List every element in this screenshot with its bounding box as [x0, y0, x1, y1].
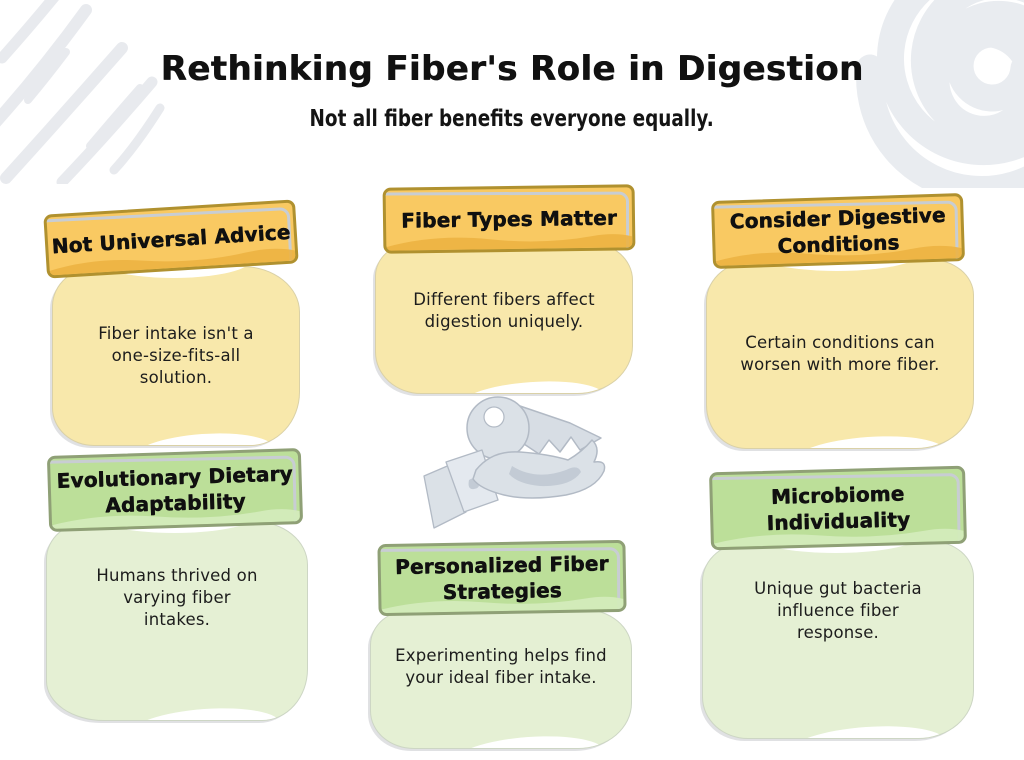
header-wave [715, 245, 962, 266]
card-header-text: Consider Digestive Conditions [729, 202, 946, 258]
blob-bottom-notch [790, 431, 948, 448]
card-header: Personalized Fiber Strategies [377, 539, 627, 617]
card-body-shape: Fiber intake isn't a one-size-fits-all s… [52, 266, 300, 446]
card-body-text: Certain conditions can worsen with more … [740, 333, 940, 374]
card-body-shape: Different fibers affect digestion unique… [375, 242, 633, 394]
card-body-shape: Certain conditions can worsen with more … [706, 259, 974, 449]
card-body-text: Experimenting helps find your ideal fibe… [395, 646, 607, 687]
card-header-text: Not Universal Advice [50, 219, 292, 259]
blob-bottom-notch [130, 429, 276, 445]
card-header: Fiber Types Matter [382, 184, 636, 254]
page-subtitle: Not all fiber benefits everyone equally. [309, 106, 715, 132]
blob-top-notch [748, 542, 922, 553]
blob-bottom-notch [788, 721, 948, 738]
header-wave [52, 509, 301, 529]
card-header-text: Personalized Fiber Strategies [394, 551, 609, 605]
card-body-text: Fiber intake isn't a one-size-fits-all s… [98, 324, 254, 387]
blob-top-notch [94, 267, 253, 278]
diagonal-strokes-decoration [0, 0, 165, 184]
card-body-text: Unique gut bacteria influence fiber resp… [754, 579, 922, 642]
header-wave [713, 528, 964, 548]
card-body-text: Different fibers affect digestion unique… [413, 290, 595, 331]
blob-bottom-notch [452, 731, 607, 748]
card-header-text: Fiber Types Matter [400, 205, 618, 233]
blob-top-notch [752, 260, 923, 271]
header-wave [386, 234, 633, 251]
card-body-shape: Experimenting helps find your ideal fibe… [370, 609, 632, 749]
card-body-shape: Humans thrived on varying fiber intakes. [46, 521, 308, 721]
card-header: Not Universal Advice [43, 199, 299, 279]
spiral-decoration [856, 0, 1024, 188]
blob-top-notch [91, 522, 258, 533]
hand-key-illustration [423, 396, 606, 529]
card-header: Microbiome Individuality [709, 465, 967, 551]
card-header-text: Evolutionary Dietary Adaptability [56, 461, 294, 518]
card-header: Consider Digestive Conditions [710, 193, 966, 269]
card-body-text: Humans thrived on varying fiber intakes. [96, 566, 258, 629]
card-header: Evolutionary Dietary Adaptability [46, 448, 304, 532]
page-title: Rethinking Fiber's Role in Digestion [160, 48, 864, 89]
hand-icon [423, 439, 606, 529]
card-body-shape: Unique gut bacteria influence fiber resp… [702, 541, 974, 739]
header-wave [381, 596, 624, 614]
card-header-text: Microbiome Individuality [766, 481, 911, 535]
key-icon [466, 396, 602, 460]
header-wave [49, 248, 296, 276]
blob-bottom-notch [128, 703, 283, 720]
